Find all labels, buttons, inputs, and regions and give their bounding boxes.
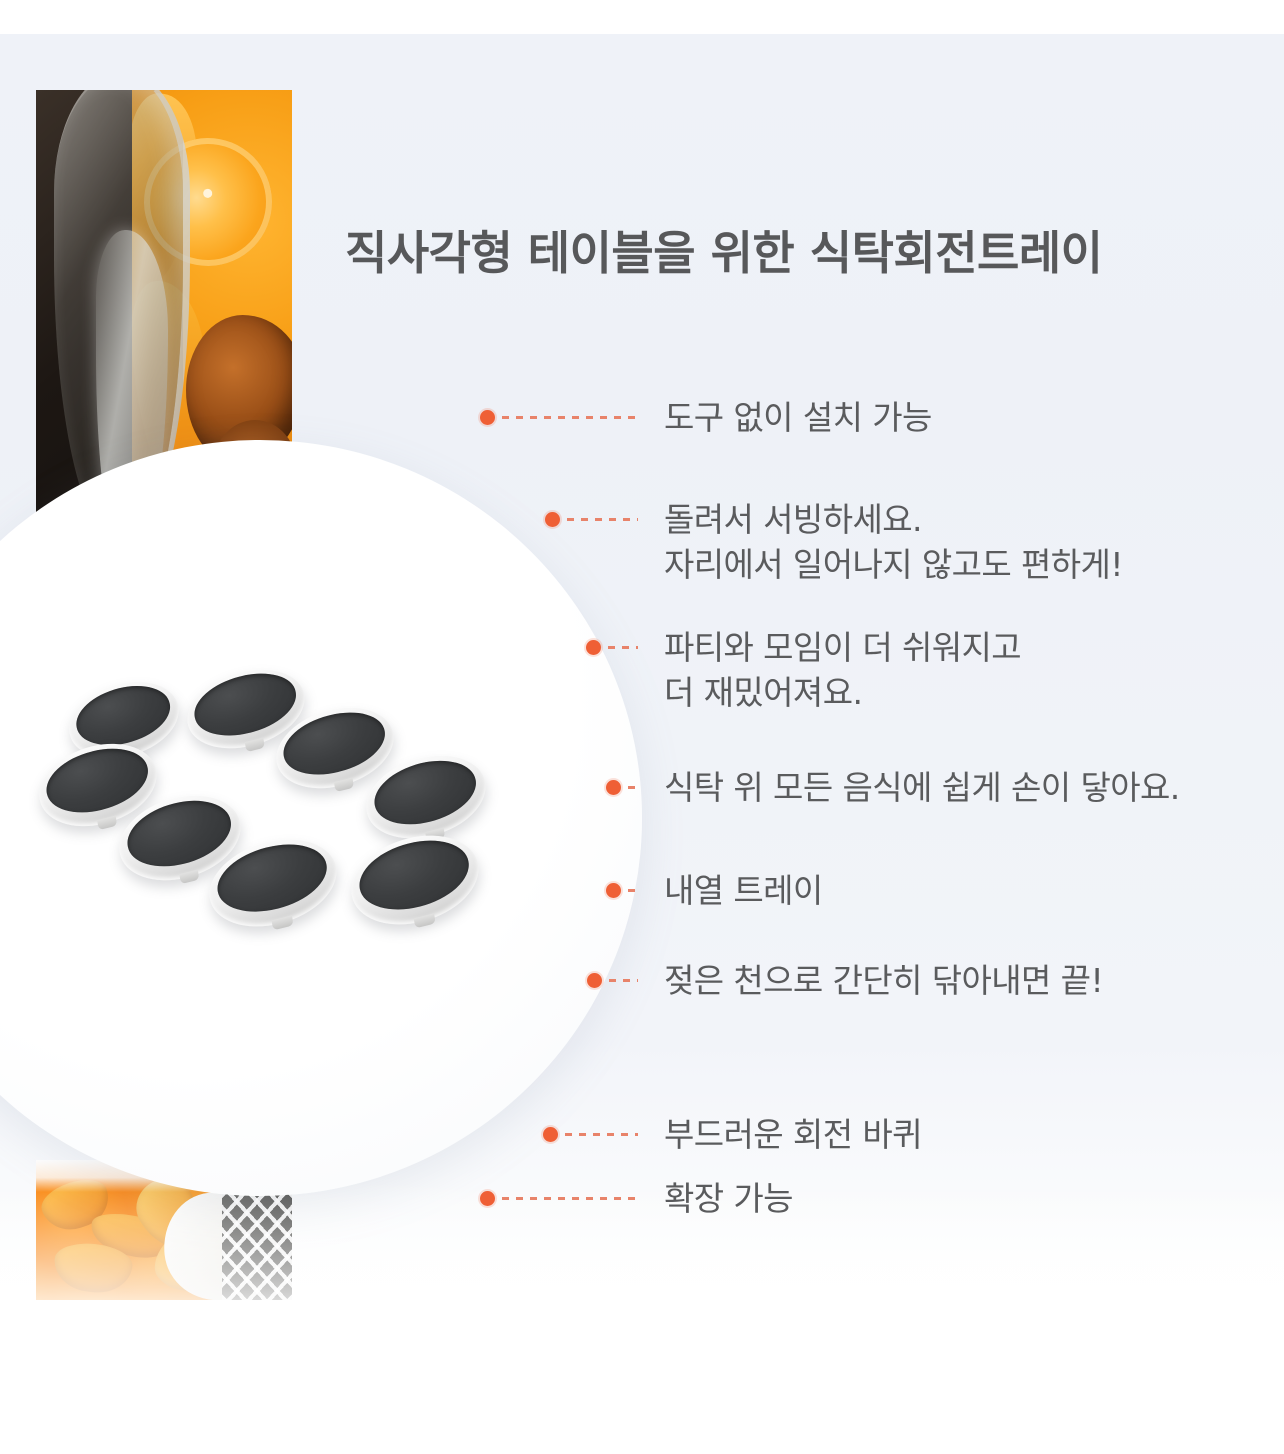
tray-unit — [344, 822, 486, 938]
bullet-leader — [545, 497, 638, 541]
leader-line — [567, 517, 638, 521]
bullet-dot-icon — [606, 779, 621, 795]
feature-text: 도구 없이 설치 가능 — [664, 398, 932, 437]
leader-line — [565, 1132, 638, 1136]
bullet-leader — [480, 1176, 638, 1220]
feature-item-easy-clean: 젖은 천으로 간단히 닦아내면 끝! — [587, 958, 1104, 1003]
bullet-leader — [587, 958, 638, 1002]
feature-text: 젖은 천으로 간단히 닦아내면 끝! — [664, 961, 1104, 1000]
leader-line — [502, 415, 638, 419]
bullet-dot-icon — [480, 1190, 495, 1206]
bullet-leader — [606, 765, 638, 809]
rotating-tray-cluster-photo — [30, 650, 540, 950]
background-bottom-fade — [0, 1180, 1284, 1454]
bullet-dot-icon — [543, 1126, 558, 1142]
page-title: 직사각형 테이블을 위한 식탁회전트레이 — [345, 226, 1103, 280]
feature-text: 내열 트레이 — [664, 871, 823, 910]
leader-line — [628, 888, 638, 892]
feature-text: 파티와 모임이 더 쉬워지고 더 재밌어져요. — [664, 628, 1022, 712]
leader-line — [608, 645, 638, 649]
feature-text: 부드러운 회전 바퀴 — [664, 1115, 922, 1154]
bullet-dot-icon — [606, 882, 621, 898]
feature-text: 돌려서 서빙하세요. 자리에서 일어나지 않고도 편하게! — [664, 500, 1124, 584]
bullet-dot-icon — [545, 511, 560, 527]
bullet-leader — [586, 625, 638, 669]
feature-item-smooth-wheels: 부드러운 회전 바퀴 — [543, 1112, 922, 1157]
bullet-dot-icon — [586, 639, 601, 655]
leader-line — [628, 785, 638, 789]
bullet-dot-icon — [587, 972, 602, 988]
leader-line — [609, 978, 638, 982]
background-top-strip — [0, 0, 1284, 34]
bullet-leader — [480, 395, 638, 439]
bullet-leader — [606, 868, 638, 912]
feature-item-heat-resistant: 내열 트레이 — [606, 868, 823, 913]
feature-item-parties-easier: 파티와 모임이 더 쉬워지고 더 재밌어져요. — [586, 625, 1022, 715]
bullet-dot-icon — [480, 409, 495, 425]
feature-item-reach-all-food: 식탁 위 모든 음식에 쉽게 손이 닿아요. — [606, 765, 1180, 810]
bullet-leader — [543, 1112, 638, 1156]
leader-line — [502, 1196, 638, 1200]
feature-item-spin-to-serve: 돌려서 서빙하세요. 자리에서 일어나지 않고도 편하게! — [545, 497, 1124, 587]
feature-item-expandable: 확장 가능 — [480, 1176, 794, 1221]
feature-text: 식탁 위 모든 음식에 쉽게 손이 닿아요. — [664, 768, 1180, 807]
feature-text: 확장 가능 — [664, 1179, 794, 1218]
feature-item-no-tools: 도구 없이 설치 가능 — [480, 395, 932, 440]
